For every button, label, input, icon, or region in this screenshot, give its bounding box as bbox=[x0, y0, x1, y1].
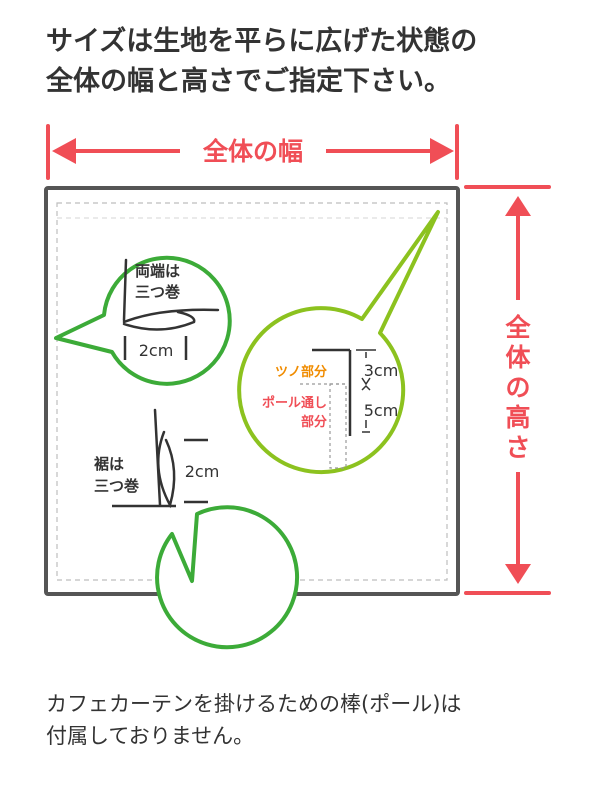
side-hem-fold-illustration bbox=[122, 258, 128, 322]
height-dimension: 全 体 の 高 さ bbox=[464, 185, 551, 595]
width-label: 全体の幅 bbox=[202, 137, 303, 166]
instruction-heading-line2: 全体の幅と高さでご指定下さい。 bbox=[46, 66, 451, 97]
instruction-heading-line1: サイズは生地を平らに広げた状態の bbox=[46, 26, 478, 57]
pole-pocket-callout: ツノ部分 ポール通し 部分 3cm 5cm bbox=[237, 210, 440, 475]
width-arrow-right-head bbox=[430, 138, 454, 164]
side-hem-callout: 両端は 三つ巻 2cm bbox=[54, 255, 232, 386]
height-label-char: 体 bbox=[505, 343, 531, 372]
pole-label-line2: 部分 bbox=[301, 414, 327, 430]
bottom-hem-callout: 裾は 三つ巻 2cm bbox=[94, 408, 300, 650]
pole-not-included-note: カフェカーテンを掛けるための棒(ポール)は 付属しておりません。 bbox=[46, 688, 576, 752]
pole-pocket-bubble bbox=[237, 210, 440, 475]
height-label-char: 高 bbox=[505, 403, 530, 432]
height-label-char: の bbox=[505, 373, 530, 402]
fabric-stitch-line bbox=[56, 202, 448, 581]
pole-note-line1: カフェカーテンを掛けるための棒(ポール)は bbox=[46, 692, 462, 716]
pole-size: 5cm bbox=[364, 401, 399, 420]
side-hem-label-line2: 三つ巻 bbox=[135, 283, 180, 301]
height-label-char: さ bbox=[505, 433, 530, 462]
tsuno-dim-marker bbox=[361, 352, 371, 386]
pole-label-line1: ポール通し bbox=[262, 395, 327, 411]
height-arrow-bottom-head bbox=[505, 564, 531, 584]
bottom-hem-label-line2: 三つ巻 bbox=[94, 477, 139, 495]
pole-dim-marker bbox=[361, 384, 371, 433]
side-hem-fold-curve bbox=[122, 308, 220, 331]
width-dimension: 全体の幅 bbox=[46, 124, 459, 180]
instruction-heading: サイズは生地を平らに広げた状態の 全体の幅と高さでご指定下さい。 bbox=[46, 22, 576, 102]
bottom-hem-size: 2cm bbox=[185, 462, 220, 481]
bottom-hem-label-line1: 裾は bbox=[94, 455, 124, 473]
height-arrow-top-head bbox=[505, 196, 531, 216]
tsuno-label: ツノ部分 bbox=[275, 364, 327, 380]
height-label-char: 全 bbox=[504, 313, 531, 342]
tsuno-size: 3cm bbox=[364, 361, 399, 380]
pole-note-line2: 付属しておりません。 bbox=[46, 724, 255, 748]
side-hem-label-line1: 両端は bbox=[135, 262, 180, 280]
side-hem-size: 2cm bbox=[139, 341, 174, 360]
bottom-hem-bubble bbox=[155, 505, 300, 650]
width-arrow-left-head bbox=[52, 138, 76, 164]
